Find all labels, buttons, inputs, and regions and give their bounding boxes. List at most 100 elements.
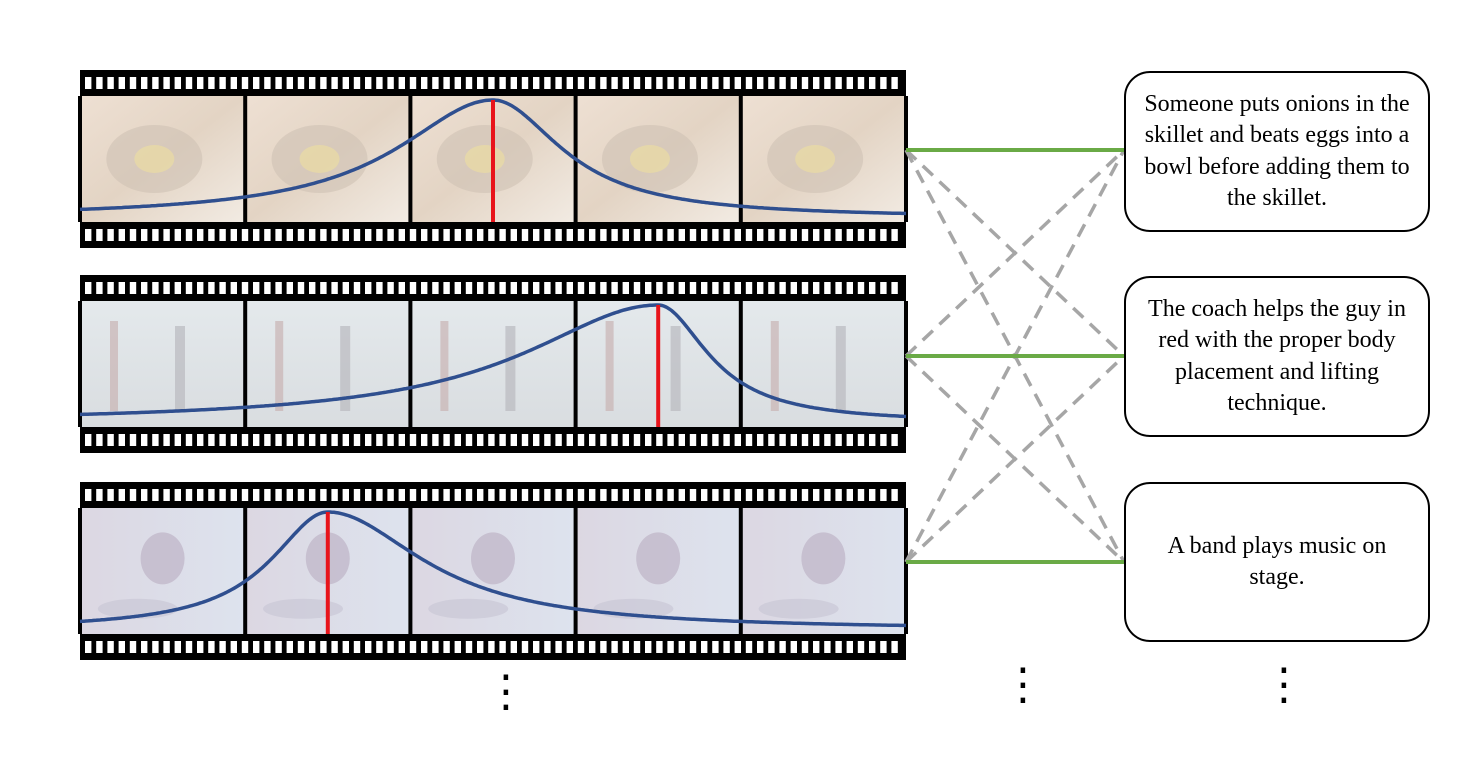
sprocket-hole bbox=[712, 282, 719, 294]
sprocket-hole bbox=[521, 489, 529, 501]
sprocket-hole bbox=[577, 434, 585, 446]
sprocket-hole bbox=[712, 77, 719, 89]
sprocket-hole bbox=[790, 641, 797, 653]
sprocket-hole bbox=[768, 641, 775, 653]
sprocket-hole bbox=[152, 229, 159, 241]
sprocket-hole bbox=[667, 641, 674, 653]
sprocket-hole bbox=[454, 641, 461, 653]
sprocket-hole bbox=[454, 434, 461, 446]
sprocket-hole bbox=[342, 641, 349, 653]
sprocket-hole bbox=[656, 229, 663, 241]
sprocket-hole bbox=[163, 229, 170, 241]
sprocket-hole bbox=[107, 77, 114, 89]
sprocket-hole bbox=[219, 229, 226, 241]
sprocket-hole bbox=[768, 77, 775, 89]
sprocket-hole bbox=[118, 434, 125, 446]
sprocket-hole bbox=[320, 641, 327, 653]
sprocket-hole bbox=[309, 489, 316, 501]
sprocket-hole bbox=[846, 641, 853, 653]
sprocket-hole bbox=[779, 229, 786, 241]
sprocket-hole bbox=[488, 641, 495, 653]
sprocket-hole bbox=[174, 229, 181, 241]
sprocket-hole bbox=[297, 282, 305, 294]
sprocket-hole bbox=[869, 229, 876, 241]
sprocket-hole bbox=[757, 282, 764, 294]
sprocket-hole bbox=[678, 641, 685, 653]
sprocket-hole bbox=[633, 77, 641, 89]
sprocket-hole bbox=[129, 434, 137, 446]
sprocket-hole bbox=[409, 282, 417, 294]
ellipsis-links: ⋮ bbox=[1001, 659, 1045, 710]
sprocket-hole bbox=[869, 77, 876, 89]
sprocket-hole bbox=[253, 282, 260, 294]
sprocket-hole bbox=[566, 434, 573, 446]
sprocket-hole bbox=[835, 434, 842, 446]
sprocket-hole bbox=[152, 77, 159, 89]
sprocket-hole bbox=[633, 229, 641, 241]
negative-link-v3-c2 bbox=[904, 354, 1126, 564]
sprocket-hole bbox=[376, 489, 383, 501]
sprocket-hole bbox=[465, 641, 473, 653]
sprocket-hole bbox=[622, 282, 629, 294]
sprocket-hole bbox=[297, 489, 305, 501]
sprocket-hole bbox=[701, 434, 708, 446]
sprocket-hole bbox=[241, 489, 249, 501]
sprocket-hole bbox=[197, 641, 204, 653]
sprocket-hole bbox=[622, 434, 629, 446]
sprocket-hole bbox=[118, 229, 125, 241]
sprocket-hole bbox=[376, 77, 383, 89]
sprocket-hole bbox=[622, 77, 629, 89]
sprocket-hole bbox=[689, 229, 697, 241]
sprocket-hole bbox=[533, 282, 540, 294]
film-strip-3 bbox=[78, 482, 908, 660]
sprocket-hole bbox=[880, 489, 887, 501]
sprocket-hole bbox=[174, 641, 181, 653]
sprocket-hole bbox=[757, 434, 764, 446]
film-strip-2 bbox=[78, 275, 908, 453]
sprocket-hole bbox=[376, 282, 383, 294]
sprocket-hole bbox=[197, 77, 204, 89]
sprocket-hole bbox=[85, 282, 92, 294]
ellipsis-captions: ⋮ bbox=[1262, 659, 1306, 710]
sprocket-hole bbox=[219, 77, 226, 89]
sprocket-hole bbox=[656, 434, 663, 446]
sprocket-hole bbox=[488, 229, 495, 241]
sprocket-hole bbox=[869, 282, 876, 294]
sprocket-hole bbox=[757, 489, 764, 501]
video-frame bbox=[410, 508, 576, 634]
sprocket-hole bbox=[387, 229, 394, 241]
sprocket-hole bbox=[589, 641, 596, 653]
sprocket-hole bbox=[443, 229, 450, 241]
sprocket-hole bbox=[197, 434, 204, 446]
sprocket-hole bbox=[241, 434, 249, 446]
sprocket-hole bbox=[611, 489, 618, 501]
sprocket-hole bbox=[118, 641, 125, 653]
sprocket-hole bbox=[499, 434, 506, 446]
sprocket-hole bbox=[241, 282, 249, 294]
sprocket-hole bbox=[723, 282, 730, 294]
sprocket-hole bbox=[757, 77, 764, 89]
sprocket-hole bbox=[891, 434, 898, 446]
sprocket-hole bbox=[454, 282, 461, 294]
sprocket-hole bbox=[465, 489, 473, 501]
sprocket-hole bbox=[779, 282, 786, 294]
sprocket-hole bbox=[835, 641, 842, 653]
sprocket-hole bbox=[880, 77, 887, 89]
sprocket-hole bbox=[264, 282, 271, 294]
sprocket-hole bbox=[544, 282, 551, 294]
sprocket-hole bbox=[499, 641, 506, 653]
sprocket-hole bbox=[342, 229, 349, 241]
sprocket-hole bbox=[555, 282, 562, 294]
sprocket-hole bbox=[365, 641, 372, 653]
sprocket-hole bbox=[857, 229, 865, 241]
sprocket-hole bbox=[365, 229, 372, 241]
film-strip-1 bbox=[78, 70, 908, 248]
caption-box-2: The coach helps the guy in red with the … bbox=[1124, 276, 1430, 437]
sprocket-hole bbox=[869, 489, 876, 501]
sprocket-hole bbox=[286, 229, 293, 241]
sprocket-hole bbox=[678, 489, 685, 501]
sprocket-hole bbox=[633, 641, 641, 653]
sprocket-hole bbox=[253, 489, 260, 501]
sprocket-hole bbox=[622, 641, 629, 653]
sprocket-hole bbox=[801, 77, 809, 89]
